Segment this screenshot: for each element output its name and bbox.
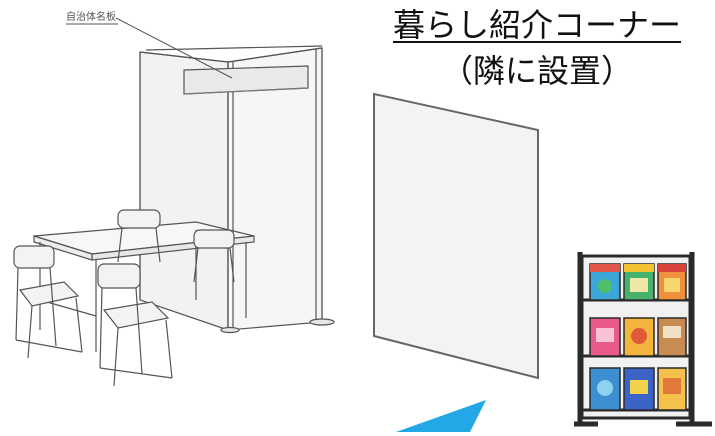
- direction-arrow: [396, 400, 486, 432]
- magazine-rack: [574, 252, 712, 427]
- corner-title: 暮らし紹介コーナー: [392, 6, 681, 44]
- corner-subtitle: （隣に設置）: [440, 52, 633, 90]
- chair-back-left: [117, 209, 161, 263]
- callout-leader-line: [115, 17, 233, 79]
- chair-front-left: [13, 245, 83, 359]
- name-board-callout-label: 自治体名板: [66, 12, 116, 23]
- chair-back-right: [193, 229, 235, 283]
- municipality-name-board: [183, 65, 309, 95]
- chair-front-right: [97, 263, 173, 387]
- lifestyle-display-panel: [373, 92, 539, 380]
